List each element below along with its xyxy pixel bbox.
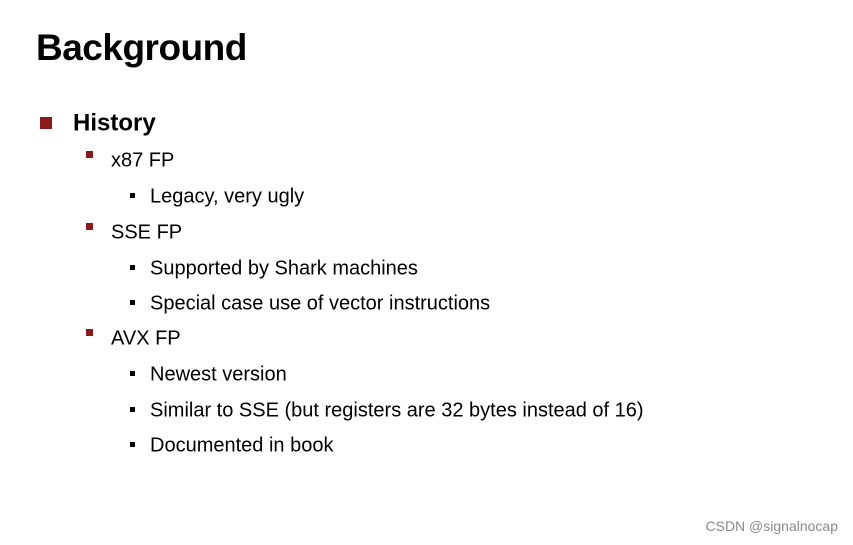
square-bullet-icon	[130, 300, 135, 306]
bullet-item-avx-fp: AVX FP	[86, 325, 181, 351]
bullet-item-shark: Supported by Shark machines	[130, 255, 418, 281]
bullet-text: Special case use of vector instructions	[150, 292, 491, 315]
bullet-text: Newest version	[150, 363, 287, 386]
square-bullet-icon	[130, 265, 135, 271]
bullet-text: Similar to SSE (but registers are 32 byt…	[150, 399, 644, 422]
bullet-text: x87 FP	[111, 149, 175, 172]
bullet-text: AVX FP	[111, 327, 181, 350]
square-bullet-icon	[40, 116, 52, 129]
bullet-text: History	[73, 109, 156, 137]
bullet-item-documented: Documented in book	[130, 432, 333, 458]
bullet-text: Supported by Shark machines	[150, 257, 418, 280]
watermark: CSDN @signalnocap	[705, 518, 839, 534]
bullet-item-x87-fp: x87 FP	[86, 147, 174, 173]
bullet-item-sse-fp: SSE FP	[86, 219, 182, 245]
square-bullet-icon	[130, 442, 135, 448]
square-bullet-icon	[86, 151, 93, 159]
slide-title: Background	[36, 27, 247, 68]
bullet-item-special-case: Special case use of vector instructions	[130, 290, 490, 316]
bullet-text: Documented in book	[150, 434, 334, 457]
square-bullet-icon	[130, 193, 135, 199]
bullet-text: SSE FP	[111, 221, 183, 244]
bullet-item-similar: Similar to SSE (but registers are 32 byt…	[130, 397, 644, 423]
bullet-item-legacy: Legacy, very ugly	[130, 183, 304, 209]
square-bullet-icon	[86, 329, 93, 337]
bullet-item-newest: Newest version	[130, 361, 287, 387]
bullet-text: Legacy, very ugly	[150, 185, 305, 208]
square-bullet-icon	[86, 223, 93, 231]
square-bullet-icon	[130, 371, 135, 377]
bullet-item-history: History	[40, 108, 156, 138]
square-bullet-icon	[130, 407, 135, 413]
